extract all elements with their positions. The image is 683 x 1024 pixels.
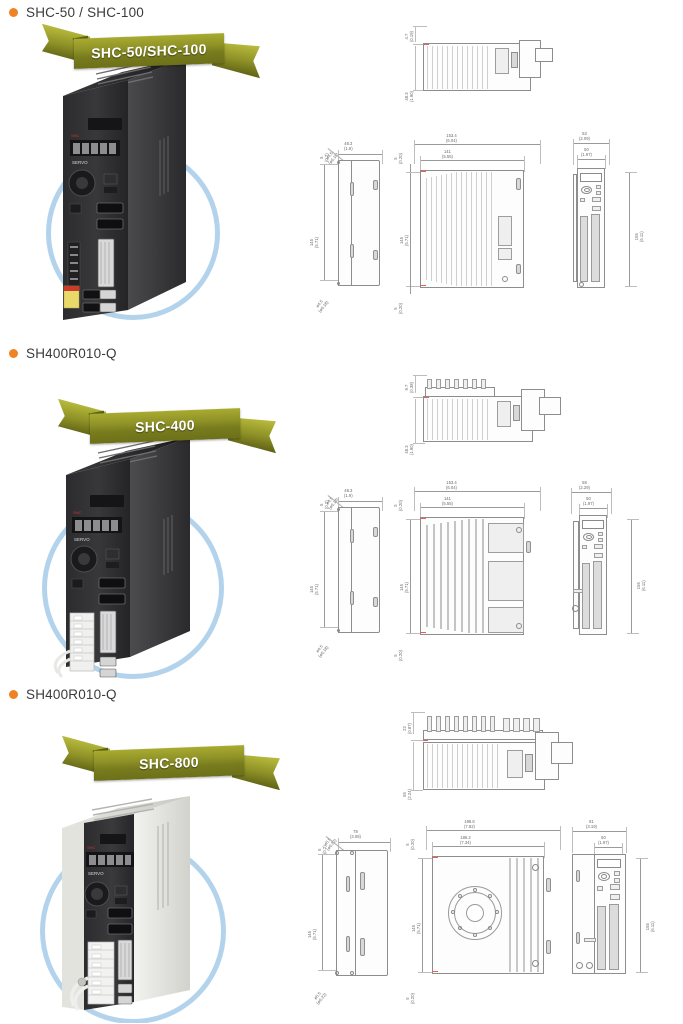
technical-drawings-shc-50-100: 4.7(0.19) 48.3(1.90) <box>290 0 683 341</box>
ribbon-label: SHC-800 <box>139 753 199 773</box>
dim-top-a: 4.7(0.19) <box>404 31 414 42</box>
dim-back-height: 145(5.71) <box>399 582 409 593</box>
dim-side-offset: 5(0.2) <box>319 153 329 162</box>
product-section-sh400r010-q-400: SH400R010-Q <box>0 341 683 682</box>
product-photo-shc-400: SHC SERVO <box>0 369 300 679</box>
dim-back-depth: 198.6(7.82) <box>464 819 475 829</box>
dim-front-width-outer: 81(3.19) <box>586 819 597 829</box>
svg-text:SHC: SHC <box>87 845 96 850</box>
dim-top-b: 48.3(1.90) <box>404 444 414 455</box>
section-heading-label: SH400R010-Q <box>26 687 117 702</box>
dim-front-width-inner: 50(1.97) <box>581 147 592 157</box>
dim-top-b: 55(2.24) <box>402 789 412 800</box>
drawing-top-view: 22(0.87) 55(2.24) <box>395 702 575 812</box>
dim-back-depth-inner: 186.2(7.34) <box>460 835 471 845</box>
drawing-front-view: 53(2.09) 50(1.97) 155(6.11) <box>555 130 675 320</box>
dim-side-hole-bottom: ø4.5(ø0.18) <box>314 643 330 659</box>
svg-text:SERVO: SERVO <box>88 871 104 876</box>
dim-back-bottom-gap: 5(0.20) <box>393 303 403 314</box>
bullet-dot-icon <box>9 690 18 699</box>
technical-drawings-shc-400: 9.7(0.38) 48.3(1.90) <box>290 341 683 682</box>
svg-text:SERVO: SERVO <box>72 160 88 165</box>
svg-text:SHC: SHC <box>73 510 82 515</box>
dim-front-width-outer: 58(2.29) <box>579 480 590 490</box>
ribbon-banner: SHC-800 <box>64 740 264 788</box>
product-section-shc-50-100: SHC-50 / SHC-100 <box>0 0 683 341</box>
svg-text:SHC: SHC <box>71 133 80 138</box>
dim-top-a: 9.7(0.38) <box>404 382 414 393</box>
dim-back-bottom-gap: 5(0.20) <box>393 650 403 661</box>
dim-back-height: 145(5.71) <box>399 235 409 246</box>
dim-side-offset: 5(0.2) <box>317 845 327 854</box>
dim-front-height: 155(6.11) <box>645 921 655 932</box>
ribbon-label: SHC-50/SHC-100 <box>91 40 207 62</box>
drawing-top-view: 9.7(0.38) 48.3(1.90) <box>395 363 565 463</box>
dim-back-depth-inner: 141(5.55) <box>442 149 453 159</box>
dim-side-width: 78(3.08) <box>350 829 361 839</box>
drawing-top-view: 4.7(0.19) 48.3(1.90) <box>395 12 555 112</box>
dim-back-top-gap: 5(0.20) <box>393 153 403 164</box>
dim-back-bottom-gap: 5(0.20) <box>405 993 415 1004</box>
section-heading-label: SH400R010-Q <box>26 346 117 361</box>
technical-drawings-shc-800: 22(0.87) 55(2.24) <box>290 682 683 1023</box>
dim-front-height: 155(6.11) <box>634 231 644 242</box>
section-heading: SH400R010-Q <box>9 346 117 361</box>
bullet-dot-icon <box>9 8 18 17</box>
product-section-sh400r010-q-800: SH400R010-Q <box>0 682 683 1023</box>
dim-side-width: 48.3(1.9) <box>344 141 353 151</box>
svg-text:SERVO: SERVO <box>74 537 90 542</box>
dim-side-height: 145(5.71) <box>309 584 319 595</box>
dim-side-offset: 5(0.2) <box>319 500 329 509</box>
product-illustration: SHC SERVO <box>62 796 190 1011</box>
ribbon-center: SHC-400 <box>90 408 240 444</box>
dim-back-top-gap: 5(0.20) <box>405 839 415 850</box>
dim-side-hole-bottom: ø5.5(ø0.22) <box>312 990 328 1006</box>
product-illustration: SHC SERVO <box>53 437 190 679</box>
dim-side-height: 145(5.71) <box>307 929 317 940</box>
dim-back-depth: 153.4(6.04) <box>446 133 457 143</box>
drawing-back-view: 153.4(6.04) 141(5.55) 5(0.20) 145(5.71) … <box>390 480 550 671</box>
drawing-side-view: ø4.5(ø0.18) ø4.5(ø0.18) 48.3(1.9) 145(5.… <box>298 130 384 320</box>
dim-side-width: 48.3(1.9) <box>344 488 353 498</box>
dim-side-hole-bottom: ø4.5(ø0.18) <box>314 298 330 314</box>
drawing-side-view: ø5.5(ø0.22) ø5.5(ø0.22) 78(3.08) 145(5.7… <box>298 820 398 1015</box>
product-photo-shc-800: SHC SERVO <box>0 710 300 1023</box>
drawing-back-view: 153.4(6.04) 141(5.55) 5(0.20) 145(5.71) … <box>390 130 550 320</box>
ribbon-banner: SHC-50/SHC-100 <box>44 28 244 76</box>
ribbon-label: SHC-400 <box>135 416 195 436</box>
ribbon-banner: SHC-400 <box>60 403 260 451</box>
dim-side-height: 145(5.71) <box>309 237 319 248</box>
section-heading: SH400R010-Q <box>9 687 117 702</box>
ribbon-center: SHC-50/SHC-100 <box>74 33 224 69</box>
dim-top-b: 48.3(1.90) <box>404 91 414 102</box>
section-heading-label: SHC-50 / SHC-100 <box>26 5 144 20</box>
dim-back-depth: 153.4(6.04) <box>446 480 457 490</box>
drawing-front-view: 58(2.29) 50(1.97) 155(6.11) <box>555 480 675 671</box>
drawing-front-view: 81(3.19) 50(1.97) 155(6.11) <box>560 819 680 1015</box>
dim-front-width-inner: 50(1.97) <box>583 496 594 506</box>
dim-front-width-outer: 53(2.09) <box>579 131 590 141</box>
dim-front-width-inner: 50(1.97) <box>598 835 609 845</box>
dim-top-a: 22(0.87) <box>402 723 412 734</box>
ribbon-center: SHC-800 <box>94 745 244 781</box>
product-illustration: SHC SERVO <box>63 58 186 320</box>
dim-back-top-gap: 5(0.20) <box>393 500 403 511</box>
product-photo-shc-50-100: SHC SERVO <box>0 28 300 338</box>
drawing-back-view: 198.6(7.82) 186.2(7.34) 5(0.20) 145(5.71… <box>402 819 572 1015</box>
dim-front-height: 155(6.11) <box>636 580 646 591</box>
section-heading: SHC-50 / SHC-100 <box>9 5 144 20</box>
drawing-side-view: ø4.5(ø0.18) ø4.5(ø0.18) 48.3(1.9) 145(5.… <box>298 481 384 671</box>
dim-back-depth-inner: 141(5.55) <box>442 496 453 506</box>
bullet-dot-icon <box>9 349 18 358</box>
dim-back-height: 145(5.71) <box>411 923 421 934</box>
